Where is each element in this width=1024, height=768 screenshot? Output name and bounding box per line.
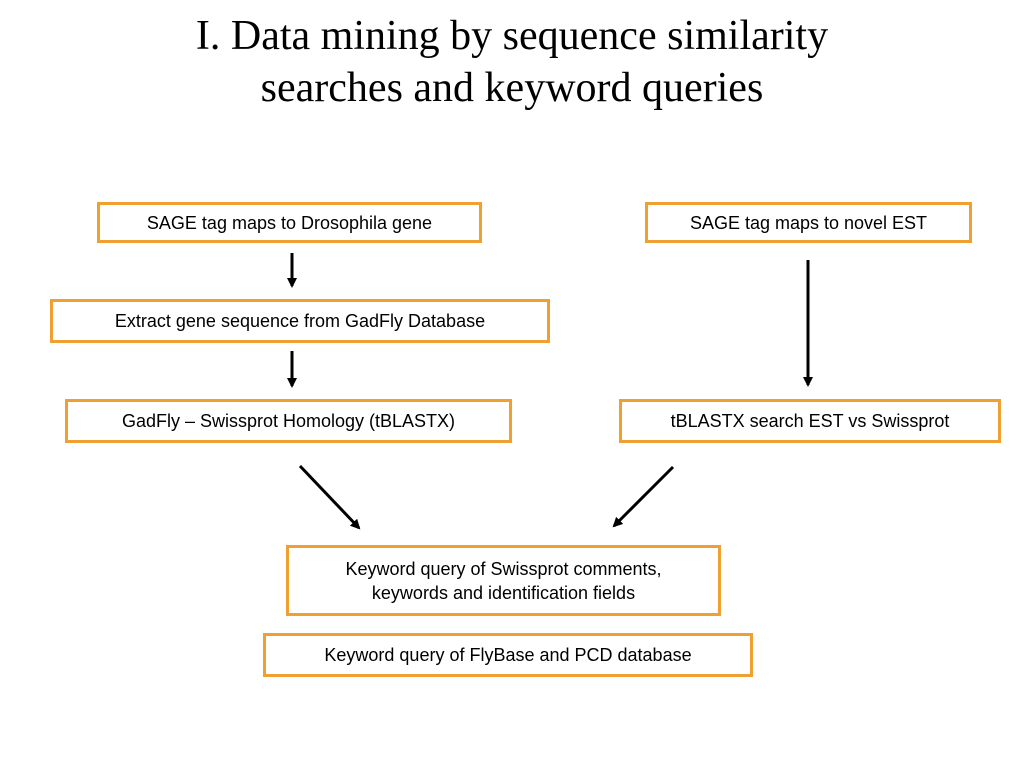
arrow-right-to-merge [612,465,675,528]
slide-title-line-2: searches and keyword queries [260,65,764,111]
box-sage-tag-drosophila-gene: SAGE tag maps to Drosophila gene [97,202,482,243]
box-sage-tag-drosophila-gene-label: SAGE tag maps to Drosophila gene [146,212,433,233]
box-keyword-query-flybase-pcd-label: Keyword query of FlyBase and PCD databas… [324,645,692,665]
box-extract-gene-sequence: Extract gene sequence from GadFly Databa… [50,299,550,343]
box-keyword-query-swissprot-line-2: keywords and identification fields [371,582,636,603]
box-gadfly-swissprot-homology-label: GadFly – Swissprot Homology (tBLASTX) [121,411,456,431]
slide-title: I. Data mining by sequence similarity se… [0,10,1024,114]
box-keyword-query-swissprot: Keyword query of Swissprot comments, key… [286,545,721,616]
box-keyword-query-swissprot-line-1: Keyword query of Swissprot comments, [345,558,662,579]
box-tblastx-est-swissprot: tBLASTX search EST vs Swissprot [619,399,1001,443]
slide-title-line-1: I. Data mining by sequence similarity [195,13,829,59]
box-tblastx-est-swissprot-label: tBLASTX search EST vs Swissprot [670,411,950,431]
box-keyword-query-flybase-pcd: Keyword query of FlyBase and PCD databas… [263,633,753,677]
box-sage-tag-novel-est: SAGE tag maps to novel EST [645,202,972,243]
box-sage-tag-novel-est-label: SAGE tag maps to novel EST [689,212,928,233]
arrow-left-to-merge [298,464,361,530]
box-gadfly-swissprot-homology: GadFly – Swissprot Homology (tBLASTX) [65,399,512,443]
box-extract-gene-sequence-label: Extract gene sequence from GadFly Databa… [114,311,486,331]
